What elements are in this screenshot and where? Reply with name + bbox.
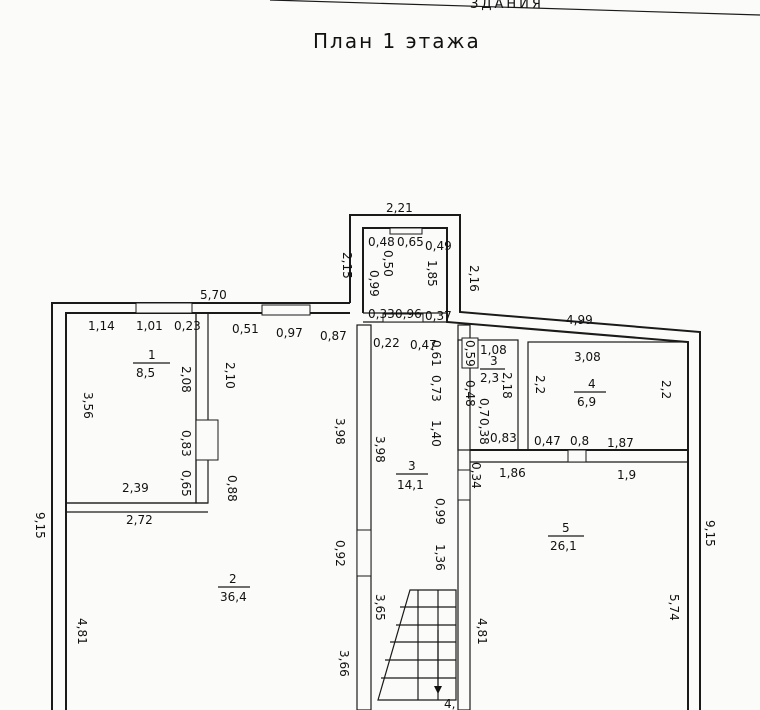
staircase (377, 589, 457, 701)
dim-label: 0,96 (395, 307, 422, 321)
dim-label: 0,22 (373, 336, 400, 350)
horizontal-dimensions: 2,21 0,48 0,65 0,49 0,33 0,96 0,37 5,70 … (88, 201, 636, 710)
dim-label: 1,9 (617, 468, 636, 482)
dim-label: 4,81 (75, 618, 89, 645)
dim-label: 0,34 (469, 462, 483, 489)
dim-label: 2,08 (179, 366, 193, 393)
openings (135, 227, 587, 577)
dim-label: 0,47 (410, 338, 437, 352)
dim-label: 0,38 (477, 418, 491, 445)
room-1-number: 1 (148, 348, 156, 362)
dim-label: 5,74 (667, 594, 681, 621)
dim-label: 0,65 (179, 470, 193, 497)
vertical-dimensions: 2,15 2,16 0,50 1,85 0,99 0,61 0,59 0,73 … (33, 250, 717, 677)
room-1-area: 8,5 (136, 366, 155, 380)
room-5-number: 5 (562, 521, 570, 535)
dim-label: 0,50 (381, 250, 395, 277)
dim-label: 0,97 (276, 326, 303, 340)
dim-label: 2,15 (340, 252, 354, 279)
page-header-text: ЗДАНИЯ (470, 0, 544, 12)
dim-label: 0,48 (368, 235, 395, 249)
dim-label: 5,70 (200, 288, 227, 302)
dim-label: 0,83 (179, 430, 193, 457)
dim-label: 0,83 (490, 431, 517, 445)
dim-label: 0,59 (463, 340, 477, 367)
dim-label: 0,48 (463, 380, 477, 407)
room-3-number: 3 (408, 459, 416, 473)
dim-label: 2,2 (659, 380, 673, 399)
interior-walls (65, 312, 689, 710)
dim-label: 2,21 (386, 201, 413, 215)
dim-label: 4,81 (475, 618, 489, 645)
dim-label: 0,88 (225, 475, 239, 502)
dim-label: 0,7 (477, 398, 491, 417)
room-labels: 1 8,5 2 36,4 3 14,1 3 2,3 4 6,9 5 26,1 (133, 348, 606, 604)
dim-label: 4,99 (566, 313, 593, 327)
dim-label: 2,2 (533, 375, 547, 394)
dim-label: 0,87 (320, 329, 347, 343)
dim-label: 2,72 (126, 513, 153, 527)
dim-label: 2,18 (500, 372, 514, 399)
room-2-area: 36,4 (220, 590, 247, 604)
dim-label: 2,16 (467, 265, 481, 292)
dim-label: 4, (444, 697, 455, 710)
dim-label: 0,73 (429, 375, 443, 402)
dim-label: 1,01 (136, 319, 163, 333)
room-5-area: 26,1 (550, 539, 577, 553)
dim-label: 3,98 (373, 436, 387, 463)
dim-label: 2,10 (223, 362, 237, 389)
dim-label: 0,49 (425, 239, 452, 253)
dim-label: 1,87 (607, 436, 634, 450)
room-3-area: 14,1 (397, 478, 424, 492)
dim-label: 0,61 (429, 340, 443, 367)
dim-label: 3,66 (337, 650, 351, 677)
dim-label: 0,99 (433, 498, 447, 525)
dim-label: 0,23 (174, 319, 201, 333)
dim-label: 3,08 (574, 350, 601, 364)
dim-label: 0,92 (333, 540, 347, 567)
page-title: План 1 этажа (313, 29, 481, 53)
dim-label: 0,47 (534, 434, 561, 448)
dim-label: 0,51 (232, 322, 259, 336)
room-4-area: 6,9 (577, 395, 596, 409)
stair-arrow-head (434, 686, 442, 694)
room-4-number: 4 (588, 377, 596, 391)
dim-label: 9,15 (703, 520, 717, 547)
dim-label: 1,40 (429, 420, 443, 447)
dim-label: 1,36 (433, 544, 447, 571)
dim-label: 0,99 (367, 270, 381, 297)
room-3b-number: 3 (490, 354, 498, 368)
dim-label: 1,08 (480, 343, 507, 357)
dim-label: 1,14 (88, 319, 115, 333)
dim-label: 0,33 (368, 307, 395, 321)
dim-label: 0,37 (425, 309, 452, 323)
dim-label: 9,15 (33, 512, 47, 539)
dim-label: 0,8 (570, 434, 589, 448)
dim-label: 1,86 (499, 466, 526, 480)
room-3b-area: 2,3 (480, 371, 499, 385)
dim-label: 3,56 (81, 392, 95, 419)
dim-label: 3,65 (373, 594, 387, 621)
dim-label: 1,85 (425, 260, 439, 287)
dim-label: 3,98 (333, 418, 347, 445)
room-2-number: 2 (229, 572, 237, 586)
dim-label: 0,65 (397, 235, 424, 249)
page-header-rule (269, 0, 760, 16)
dim-label: 2,39 (122, 481, 149, 495)
